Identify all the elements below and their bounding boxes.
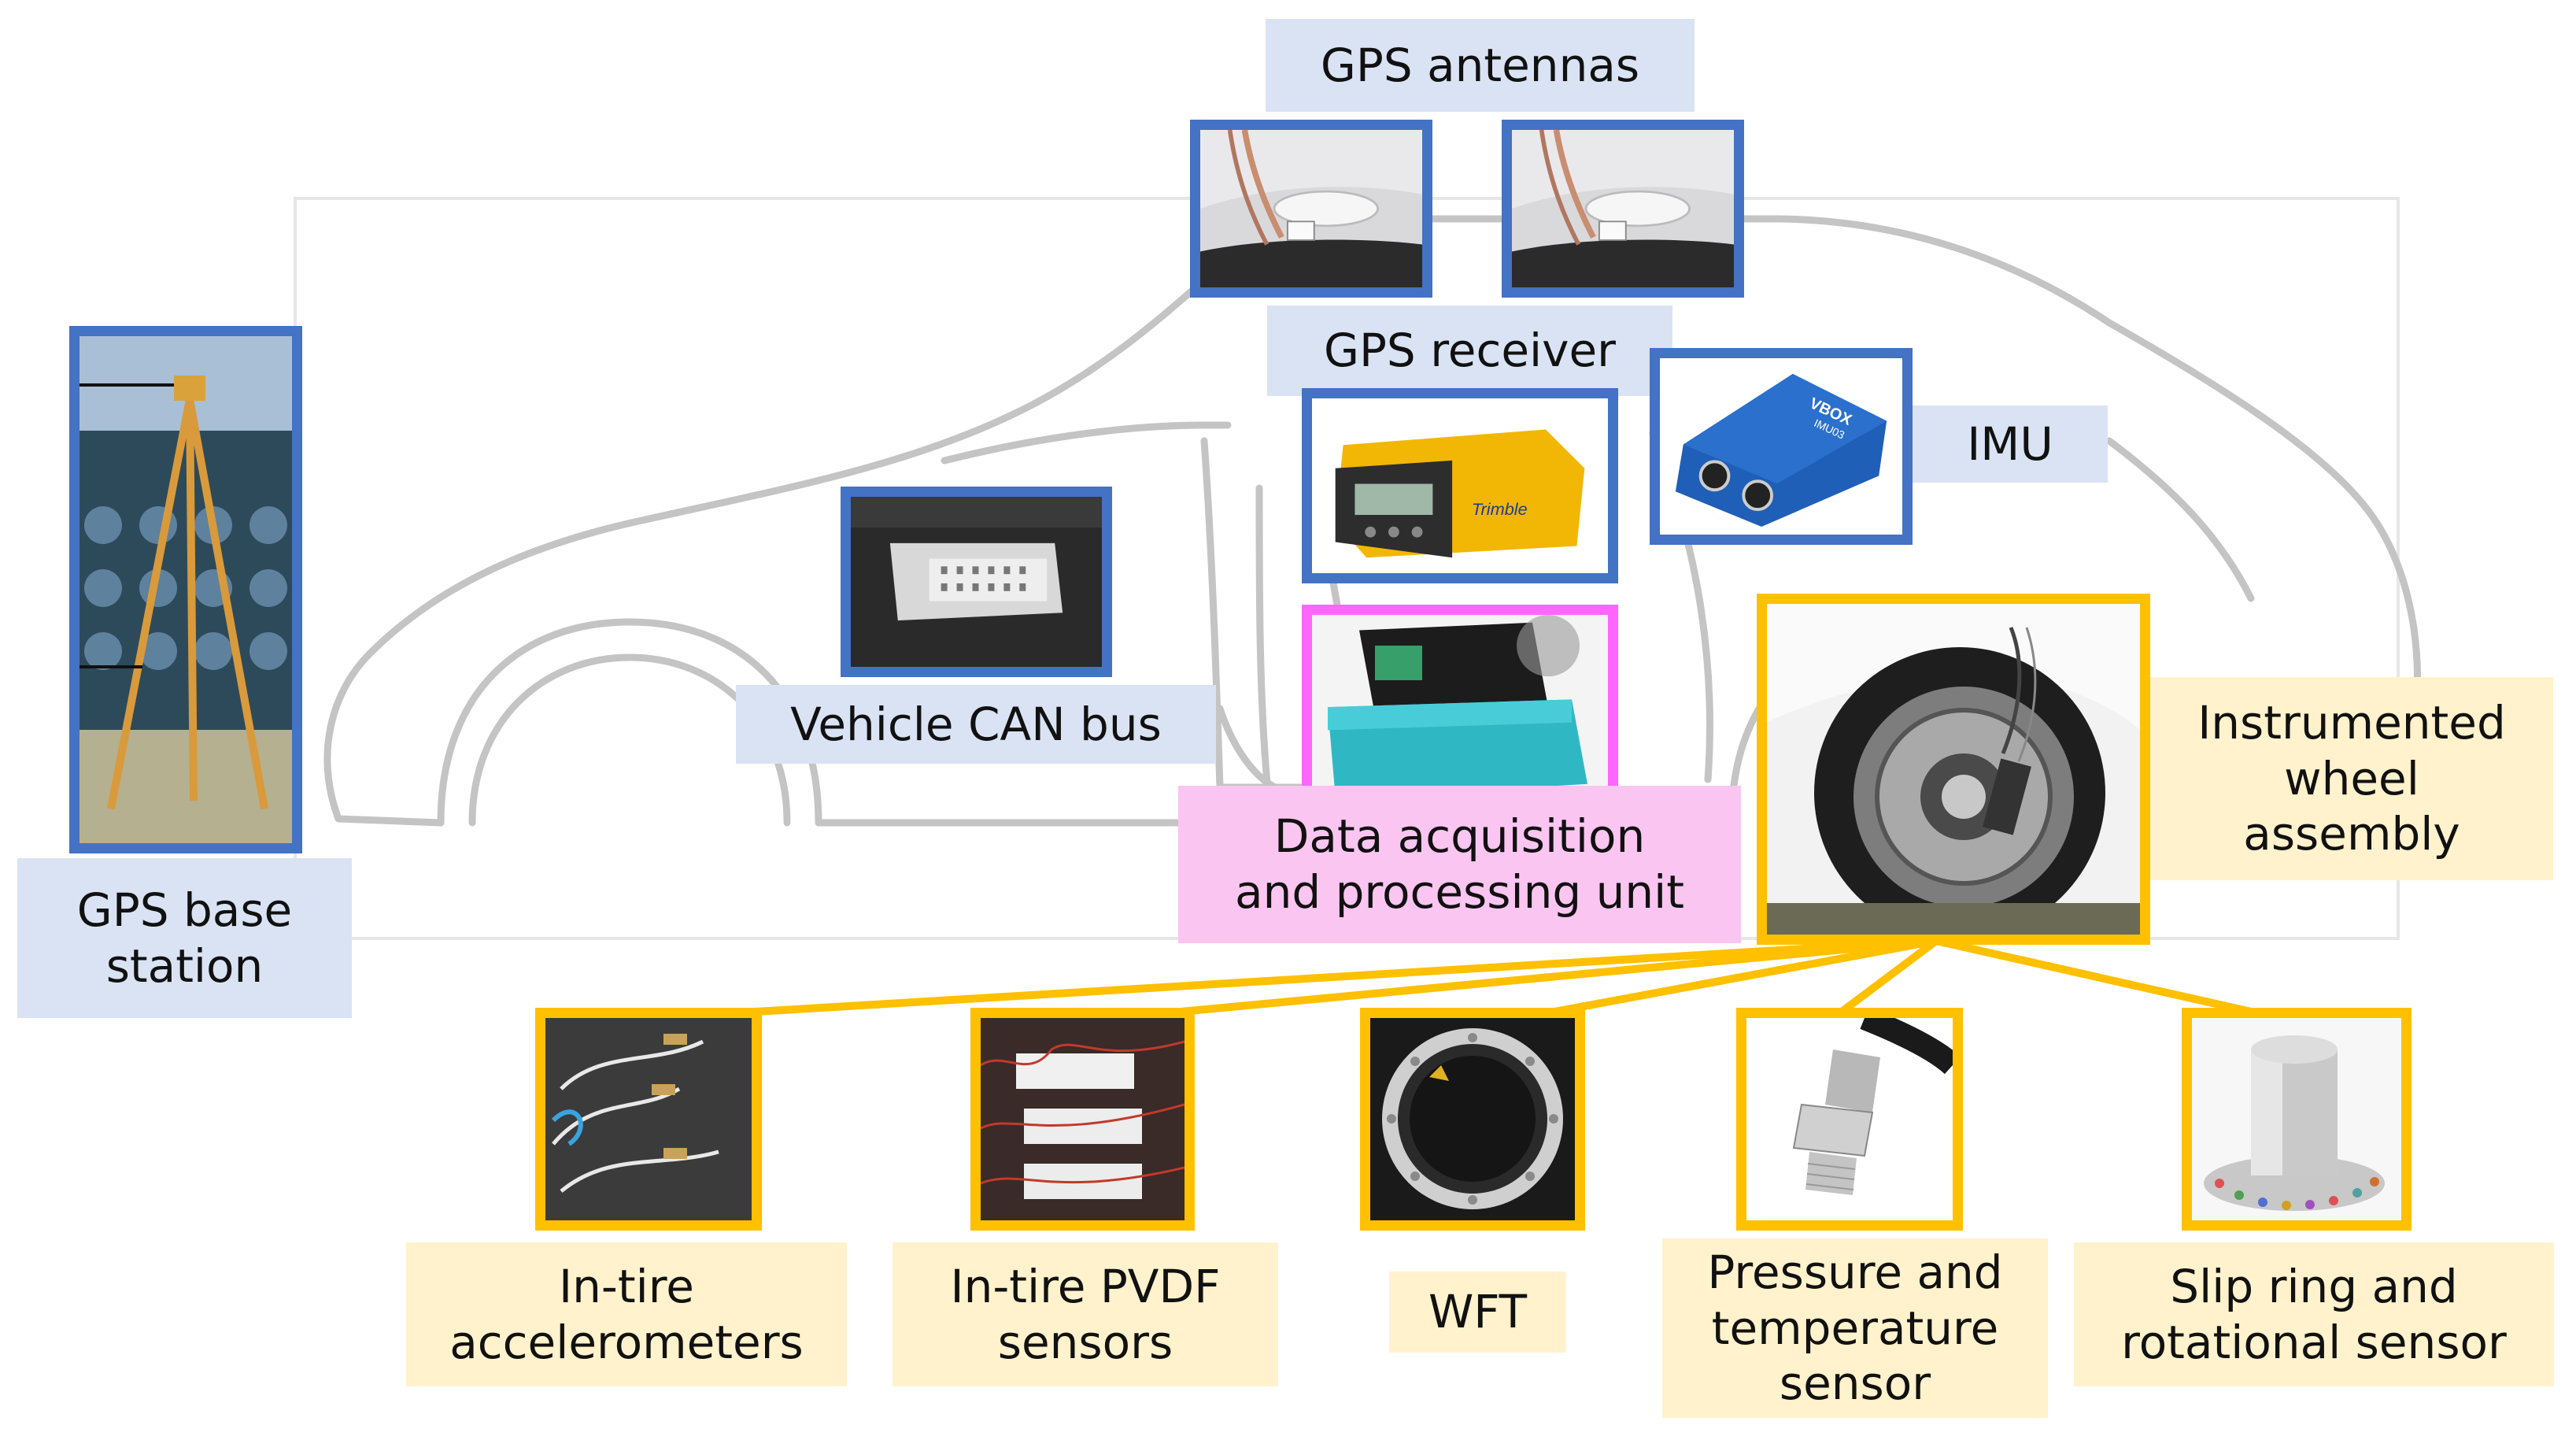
slip-ring-label: Slip ring and rotational sensor [2074,1242,2554,1386]
gps-receiver-label: GPS receiver [1267,305,1672,396]
instrumented-wheel-photo [1757,594,2150,945]
connector-wft [1550,937,1940,1016]
in-tire-pvdf-photo [970,1008,1195,1231]
imu-photo: VBOX IMU03 [1650,348,1913,545]
vehicle-can-bus-label: Vehicle CAN bus [736,685,1216,764]
receiver-brand-text: Trimble [1472,499,1528,519]
in-tire-accelerometers-photo [535,1008,762,1231]
gps-base-station-photo [69,326,302,853]
pressure-temperature-sensor-photo [1736,1008,1963,1231]
gps-antennas-label: GPS antennas [1266,19,1695,112]
connector-accelerometers [752,937,1940,1016]
in-tire-accelerometers-label: In-tire accelerometers [406,1242,847,1386]
slip-ring-sensor-photo [2182,1008,2412,1231]
data-acquisition-label: Data acquisition and processing unit [1178,786,1741,943]
wft-label: WFT [1389,1272,1566,1353]
gps-antenna-photo-left [1190,120,1432,298]
in-tire-pvdf-label: In-tire PVDF sensors [893,1242,1278,1386]
data-acquisition-photo [1302,605,1618,817]
connector-pressure [1838,937,1940,1016]
wft-photo [1360,1008,1585,1231]
gps-base-station-label: GPS base station [17,858,352,1018]
instrumented-wheel-label: Instrumented wheel assembly [2150,677,2553,880]
connector-slip-ring [1932,937,2255,1016]
gps-antenna-photo-right [1502,120,1744,298]
imu-label: IMU [1913,405,2108,483]
connector-pvdf [1177,937,1940,1016]
gps-receiver-photo: Trimble [1302,388,1618,583]
can-bus-photo [841,487,1112,677]
pressure-temperature-label: Pressure and temperature sensor [1662,1238,2048,1418]
